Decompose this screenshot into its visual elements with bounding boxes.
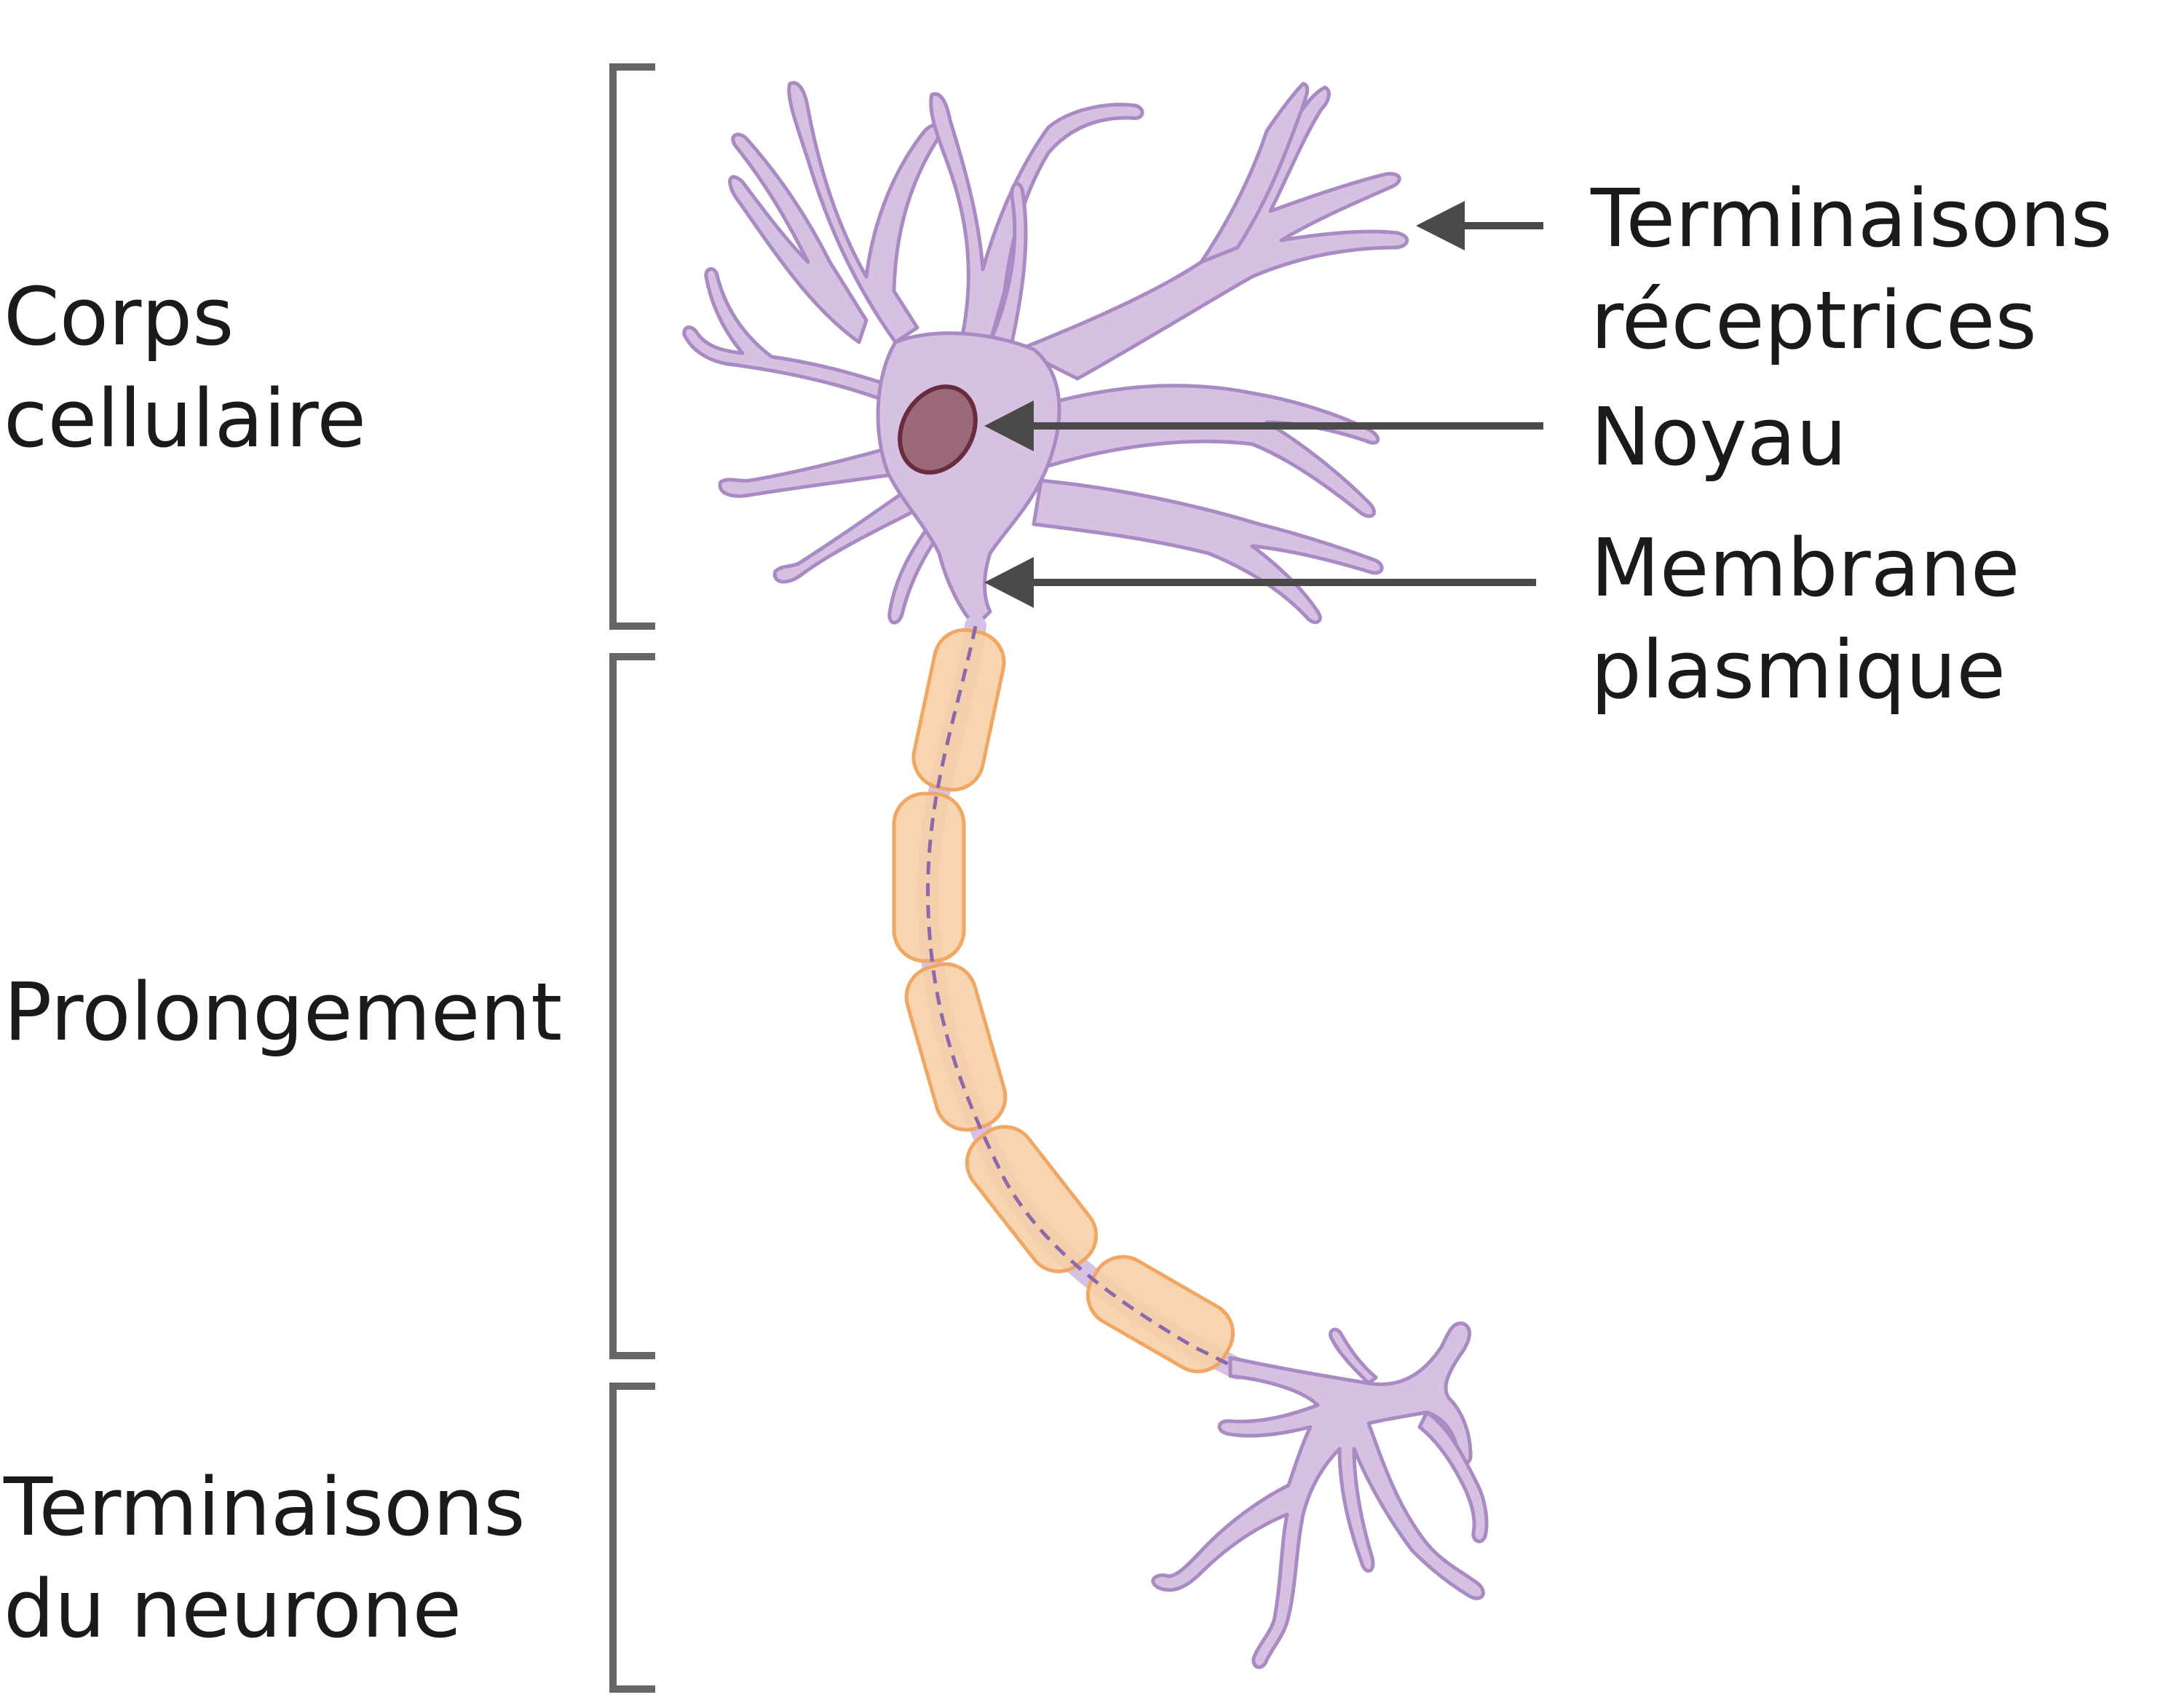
arrow-membrane-head bbox=[984, 557, 1034, 608]
label-terminaisons-receptrices: Terminaisons réceptrices bbox=[1591, 167, 2113, 371]
dendrite-upper-right-b bbox=[1199, 82, 1310, 264]
label-corps-line2: cellulaire bbox=[4, 372, 367, 465]
terminal-branch-right bbox=[1417, 1410, 1489, 1543]
terminal-branch-upper-left bbox=[1329, 1327, 1378, 1385]
dendrite-bottom-left bbox=[772, 486, 919, 584]
axon-center-line bbox=[926, 625, 1239, 1371]
dendrite-top bbox=[929, 92, 1144, 344]
label-terminaisons-line1: Terminaisons bbox=[4, 1460, 526, 1554]
myelin-segment-5 bbox=[1085, 1254, 1235, 1374]
label-receptrices-line1: Terminaisons bbox=[1591, 172, 2113, 265]
brackets bbox=[609, 63, 655, 1693]
myelin-segment-4 bbox=[965, 1125, 1099, 1273]
myelin-segment-3 bbox=[904, 962, 1008, 1132]
dendrite-lower-left bbox=[718, 442, 905, 498]
label-membrane-line2: plasmique bbox=[1591, 623, 2006, 716]
arrows bbox=[984, 201, 1543, 608]
label-corps-cellulaire: Corps cellulaire bbox=[4, 266, 366, 470]
dendrite-upper-left-b bbox=[728, 133, 869, 344]
label-terminaisons-line2: du neurone bbox=[4, 1562, 462, 1656]
axon-terminals bbox=[1151, 1321, 1489, 1669]
arrow-terminaisons-receptrices-head bbox=[1416, 201, 1465, 250]
cell-body bbox=[682, 81, 1409, 628]
myelin-segment-2 bbox=[892, 791, 966, 963]
nucleus bbox=[898, 384, 978, 475]
arrow-noyau-head bbox=[984, 400, 1034, 451]
label-noyau: Noyau bbox=[1591, 390, 1847, 483]
bracket-prolongement bbox=[609, 653, 655, 1359]
bracket-terminaisons-du-neurone bbox=[609, 1383, 655, 1693]
label-prolongement: Prolongement bbox=[4, 965, 563, 1059]
dendrite-upper-left bbox=[787, 81, 944, 344]
label-membrane-plasmique: Membrane plasmique bbox=[1591, 517, 2020, 721]
dendrite-top-mid bbox=[988, 182, 1028, 344]
dendrite-right-lower bbox=[1032, 478, 1384, 625]
label-terminaisons-du-neurone: Terminaisons du neurone bbox=[4, 1456, 526, 1660]
label-corps-line1: Corps bbox=[4, 270, 234, 363]
myelin-sheath bbox=[892, 628, 1235, 1374]
label-membrane-line1: Membrane bbox=[1591, 521, 2020, 614]
terminal-trunk bbox=[1151, 1321, 1485, 1669]
myelin-segment-1 bbox=[911, 628, 1006, 792]
bracket-corps-cellulaire bbox=[609, 63, 655, 630]
label-receptrices-line2: réceptrices bbox=[1591, 274, 2037, 367]
